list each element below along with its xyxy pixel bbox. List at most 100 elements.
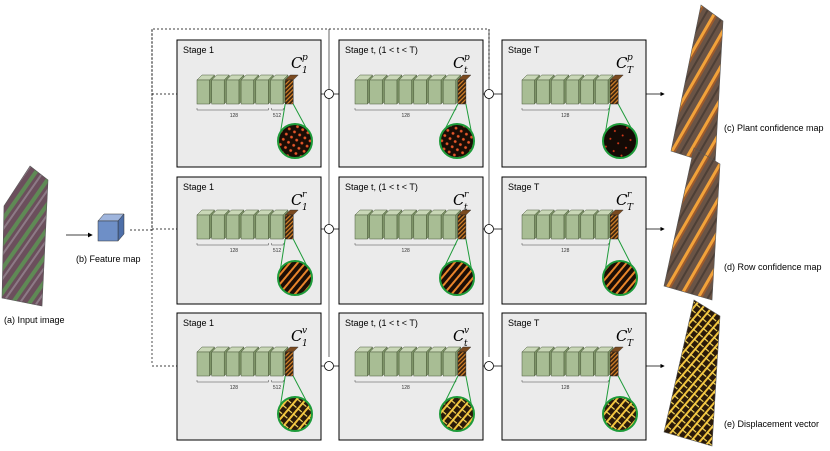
output-block bbox=[609, 346, 624, 377]
dim-label: 512 bbox=[273, 113, 282, 119]
svg-text:T: T bbox=[627, 339, 634, 349]
svg-text:C: C bbox=[616, 191, 628, 209]
output-block bbox=[284, 209, 299, 240]
svg-text:C: C bbox=[291, 327, 303, 345]
stage-title: Stage t, (1 < t < T) bbox=[345, 182, 418, 192]
svg-text:p: p bbox=[464, 53, 470, 63]
conv-block bbox=[211, 346, 230, 377]
svg-text:r: r bbox=[302, 190, 307, 200]
output-block bbox=[457, 209, 472, 240]
svg-text:r: r bbox=[464, 190, 469, 200]
stage-title: Stage T bbox=[508, 182, 540, 192]
svg-text:C: C bbox=[291, 54, 303, 72]
conv-block bbox=[398, 74, 418, 105]
svg-text:t: t bbox=[464, 203, 468, 213]
zoom-circle bbox=[439, 123, 475, 159]
output-label-2: (d) Row confidence map bbox=[724, 262, 822, 272]
svg-text:t: t bbox=[464, 66, 468, 76]
conv-block bbox=[225, 209, 245, 240]
svg-text:v: v bbox=[302, 326, 307, 336]
output-block bbox=[457, 346, 472, 377]
output-label-3: (e) Displacement vector bbox=[724, 419, 819, 429]
svg-text:t: t bbox=[464, 339, 468, 349]
stage-title: Stage T bbox=[508, 318, 540, 328]
svg-text:T: T bbox=[627, 203, 634, 213]
svg-text:p: p bbox=[302, 53, 308, 63]
dim-label: 128 bbox=[401, 385, 410, 391]
dim-label: 128 bbox=[401, 113, 410, 119]
stage-title: Stage 1 bbox=[183, 318, 214, 328]
stage-title: Stage t, (1 < t < T) bbox=[345, 45, 418, 55]
svg-text:T: T bbox=[627, 66, 634, 76]
svg-text:v: v bbox=[464, 326, 469, 336]
dim-label: 128 bbox=[230, 385, 239, 391]
merge-node bbox=[484, 89, 494, 99]
output-maps: (c) Plant confidence map (d) Row confiden… bbox=[663, 4, 824, 447]
svg-text:v: v bbox=[627, 326, 632, 336]
feature-label: (b) Feature map bbox=[76, 254, 141, 264]
svg-text:C: C bbox=[616, 327, 628, 345]
conv-block bbox=[594, 74, 614, 105]
stage-title: Stage 1 bbox=[183, 182, 214, 192]
conv-block bbox=[594, 209, 614, 240]
svg-text:1: 1 bbox=[302, 66, 308, 76]
output-map-2 bbox=[663, 147, 721, 301]
zoom-circle bbox=[602, 396, 638, 432]
feature-map-cube bbox=[97, 213, 125, 242]
merge-node bbox=[324, 89, 334, 99]
zoom-circle bbox=[439, 396, 475, 432]
merge-node bbox=[484, 361, 494, 371]
svg-text:C: C bbox=[453, 327, 465, 345]
dim-label: 512 bbox=[273, 385, 282, 391]
svg-text:C: C bbox=[616, 54, 628, 72]
conv-block bbox=[536, 209, 555, 240]
conv-block bbox=[536, 74, 555, 105]
dim-label: 128 bbox=[561, 248, 570, 254]
zoom-circle bbox=[602, 260, 638, 296]
svg-text:1: 1 bbox=[302, 339, 308, 349]
dim-label: 128 bbox=[561, 113, 570, 119]
dim-label: 128 bbox=[230, 248, 239, 254]
dim-label: 128 bbox=[561, 385, 570, 391]
zoom-circle bbox=[277, 396, 313, 432]
merge-node bbox=[484, 224, 494, 234]
conv-block bbox=[427, 74, 447, 105]
output-block bbox=[609, 74, 624, 105]
conv-block bbox=[225, 346, 245, 377]
svg-text:C: C bbox=[291, 191, 303, 209]
conv-block bbox=[269, 74, 289, 105]
stage-title: Stage 1 bbox=[183, 45, 214, 55]
merge-node bbox=[324, 224, 334, 234]
dim-label: 128 bbox=[230, 113, 239, 119]
dim-label: 512 bbox=[273, 248, 282, 254]
svg-text:p: p bbox=[627, 53, 633, 63]
svg-text:r: r bbox=[627, 190, 632, 200]
input-label: (a) Input image bbox=[4, 315, 65, 325]
output-label-1: (c) Plant confidence map bbox=[724, 123, 824, 133]
stage-title: Stage T bbox=[508, 45, 540, 55]
zoom-circle bbox=[439, 260, 475, 296]
output-block bbox=[284, 346, 299, 377]
zoom-circle bbox=[602, 123, 638, 159]
output-block bbox=[284, 74, 299, 105]
output-block bbox=[457, 74, 472, 105]
stage-title: Stage t, (1 < t < T) bbox=[345, 318, 418, 328]
